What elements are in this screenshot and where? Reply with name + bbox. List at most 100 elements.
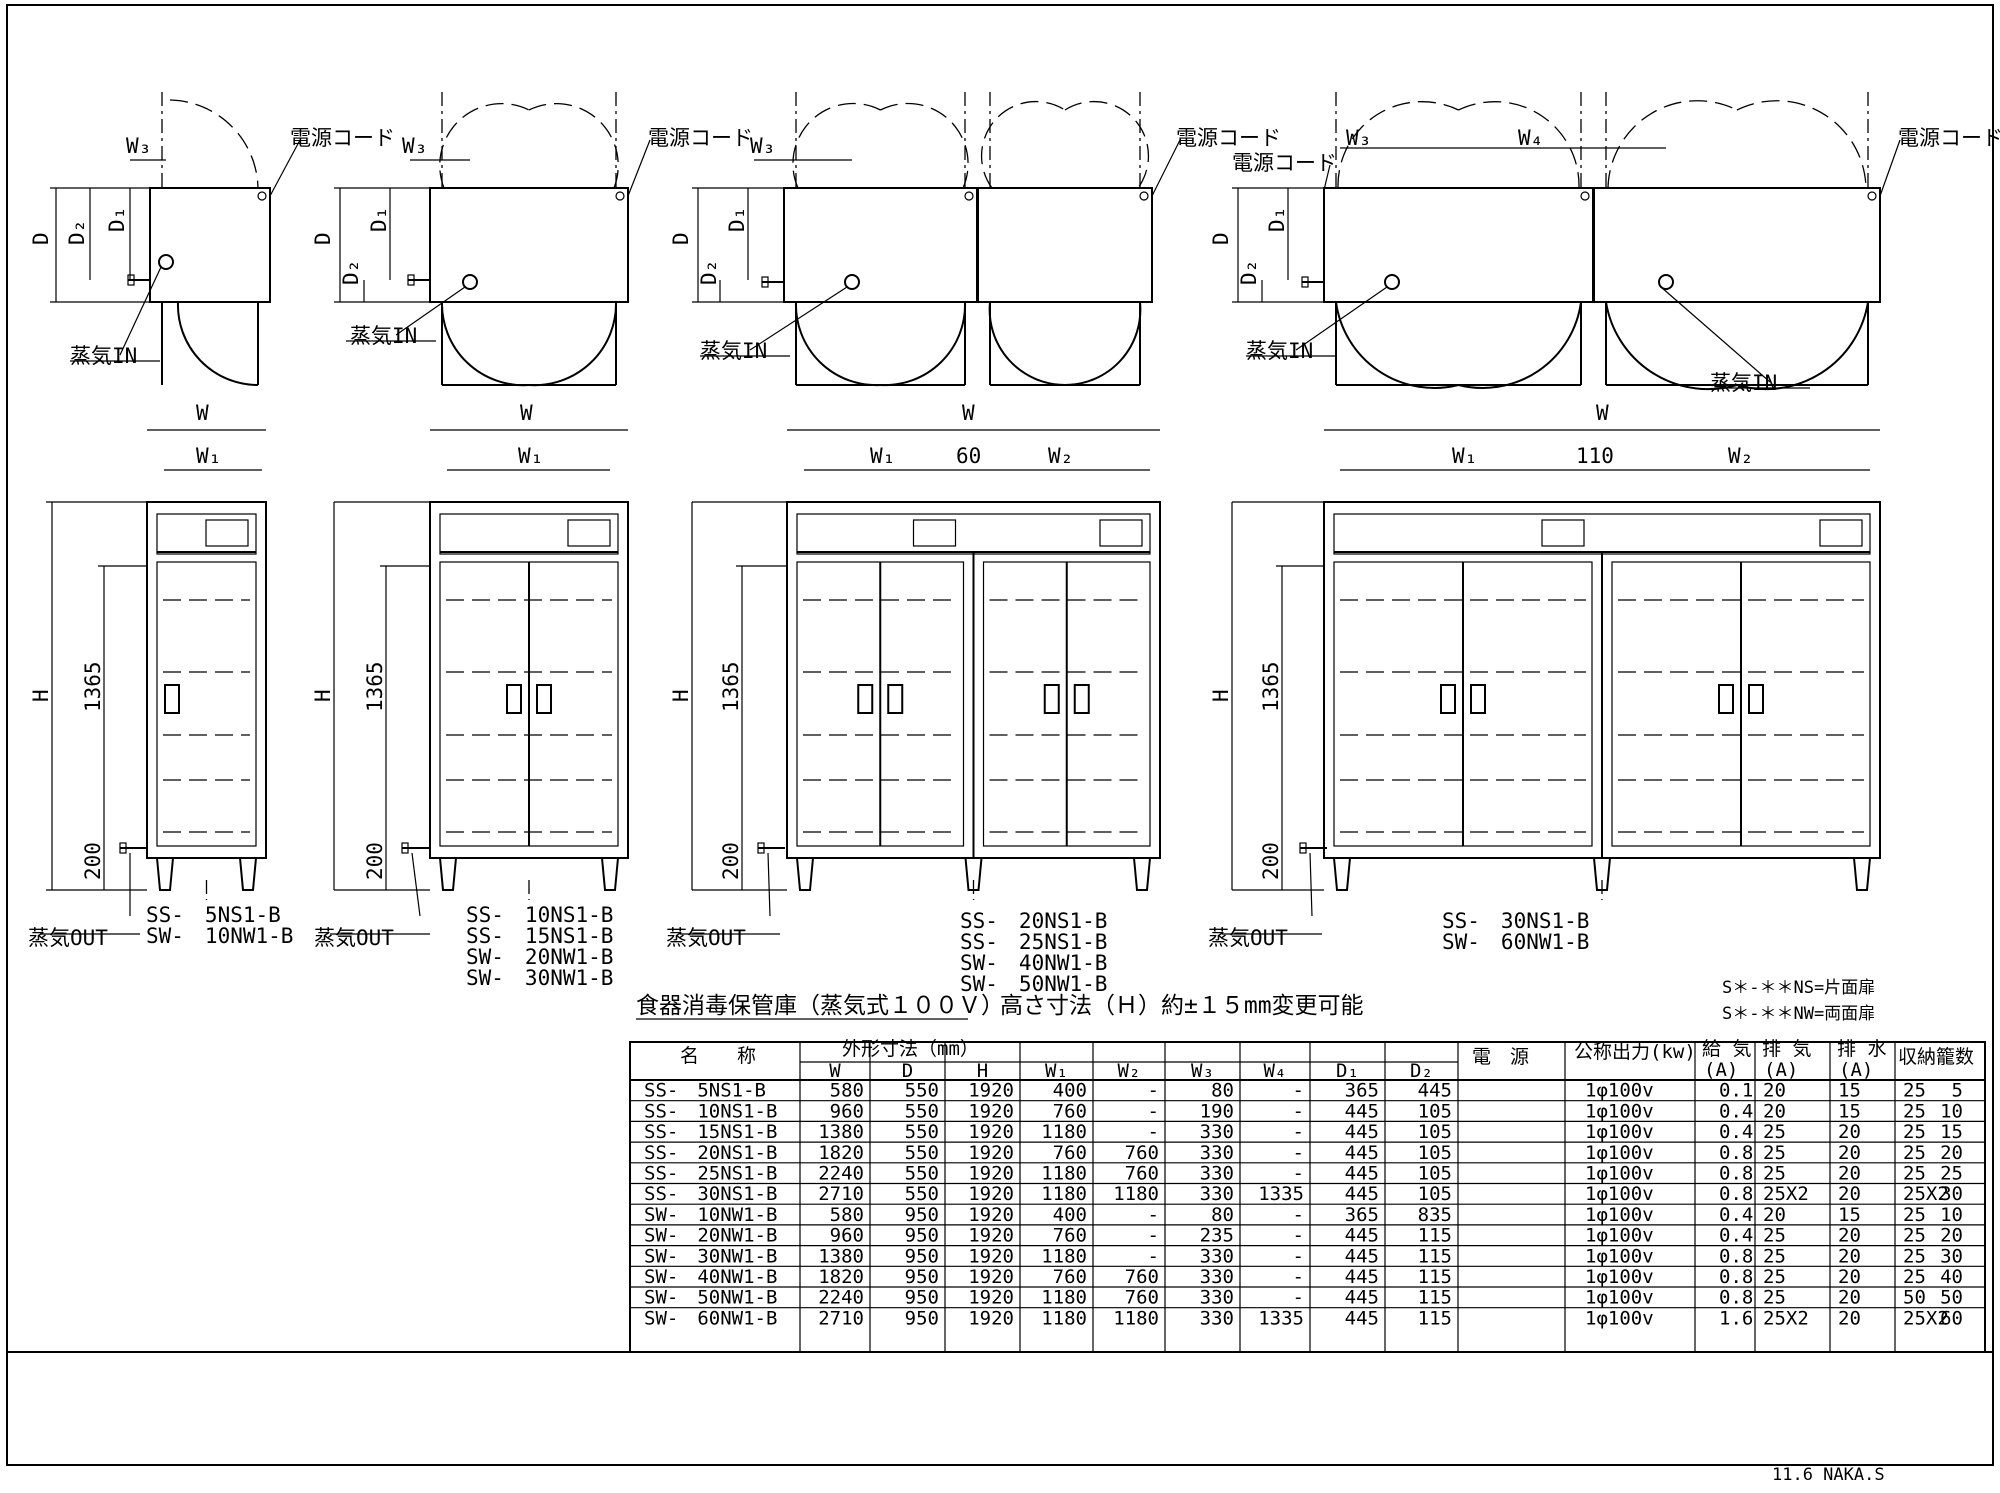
table-cell: - (1293, 1080, 1304, 1102)
table-cell: 20 (1838, 1307, 1861, 1329)
door-handle (164, 684, 180, 714)
d2-label-1: D₂ (65, 220, 89, 245)
table-cell: 20 (1940, 1225, 1963, 1247)
table-cell: 550 (905, 1100, 939, 1122)
table-cell: 960 (830, 1225, 864, 1247)
table-cell: - (1148, 1121, 1159, 1143)
front-labels: W W₁ W W₁ W W₁ 60 W₂ W W₁ 110 W₂ H 1365 … (28, 401, 1753, 950)
table-cell: 30 (1940, 1183, 1963, 1205)
front-h-label-3: H (669, 689, 693, 702)
table-cell: 1180 (1041, 1183, 1087, 1205)
table-cell: 1920 (968, 1142, 1014, 1164)
table-cell: 760 (1125, 1163, 1159, 1185)
front-gap60-label: 60 (956, 444, 981, 468)
table-cell: 1180 (1113, 1307, 1159, 1329)
steam-in-fitting (70, 254, 174, 362)
table-header-supply: 給 気 (1702, 1038, 1751, 1060)
leader-line (119, 266, 162, 356)
door-swing-arc-dashed (1064, 100, 1150, 189)
table-cell: - (1293, 1266, 1304, 1288)
table-cell: 330 (1200, 1183, 1234, 1205)
plan-views (50, 92, 1901, 391)
table-subheader-3: W₁ (1045, 1060, 1068, 1082)
table-cell: 0.4 (1719, 1121, 1753, 1143)
door-frame (156, 561, 257, 847)
table-cell: 25X2 (1763, 1183, 1809, 1205)
control-box (1541, 519, 1585, 547)
table-unit-exhaust: (A) (1764, 1059, 1798, 1081)
front-w-label-2: W (520, 401, 533, 425)
table-cell: 5 (1952, 1080, 1963, 1102)
door-handle (1718, 684, 1734, 714)
front-w1-label-1: W₁ (196, 444, 221, 468)
table-cell: 105 (1418, 1163, 1452, 1185)
leveling-foot (239, 857, 257, 891)
table-cell: 330 (1200, 1287, 1234, 1309)
leader-line (269, 139, 301, 197)
table-cell-name: SW- 30NW1-B (644, 1245, 777, 1267)
table-cell: 0.4 (1719, 1204, 1753, 1226)
leader-line (627, 139, 651, 197)
front-h-label-4: H (1209, 689, 1233, 702)
table-cell: 30 (1940, 1245, 1963, 1267)
table-cell: 1180 (1041, 1307, 1087, 1329)
table-cell: - (1293, 1204, 1304, 1226)
model-group1-line1: SS- 5NS1-B (146, 903, 281, 927)
table-cell: 835 (1418, 1204, 1452, 1226)
table-cell: 1φ100v (1585, 1121, 1654, 1143)
table-cell: 0.8 (1719, 1142, 1753, 1164)
table-cell: 330 (1200, 1245, 1234, 1267)
plan-labels: 電源コード 電源コード 電源コード 電源コード 電源コード 蒸気IN 蒸気IN … (29, 126, 2000, 395)
door-swing-arc (1736, 301, 1869, 391)
table-cell-name: SW- 60NW1-B (644, 1307, 777, 1329)
table-cell: 20 (1838, 1225, 1861, 1247)
table-cell: 950 (905, 1287, 939, 1309)
cabinet-outline (149, 187, 271, 303)
door-swing-arc (528, 301, 618, 387)
d1-label-3: D₁ (725, 207, 749, 232)
table-header-output: 公称出力(kw) (1574, 1041, 1696, 1063)
table-cell: 2240 (818, 1287, 864, 1309)
table-cell-name: SW- 20NW1-B (644, 1225, 777, 1247)
control-panel-band (796, 513, 1151, 555)
d-label-2: D (311, 232, 335, 245)
door-handle (1748, 684, 1764, 714)
table-cell: 330 (1200, 1307, 1234, 1329)
table-cell: 1920 (968, 1204, 1014, 1226)
table-cell: 115 (1418, 1245, 1452, 1267)
table-cell: - (1293, 1121, 1304, 1143)
steam-out-label-3: 蒸気OUT (666, 926, 746, 950)
front-h-label-1: H (29, 689, 53, 702)
power-cord-label-4: 電源コード (1232, 151, 1337, 175)
table-cell: 25 (1763, 1121, 1786, 1143)
leader-line (1323, 164, 1331, 191)
steam-in-fitting (346, 274, 478, 342)
control-panel-band (156, 513, 257, 555)
cabinet-front-outline (146, 501, 267, 859)
d1-label-4: D₁ (1265, 207, 1289, 232)
table-cell: 20 (1838, 1266, 1861, 1288)
table-cell: - (1148, 1204, 1159, 1226)
leader-line (1309, 852, 1313, 917)
power-cord-port (1867, 191, 1877, 201)
door-swing-arc (794, 301, 881, 387)
table-cell: 25 (1903, 1245, 1926, 1267)
table-cell: 0.4 (1719, 1225, 1753, 1247)
steam-in-label-3: 蒸気IN (700, 339, 767, 363)
steam-out-label-4: 蒸気OUT (1208, 926, 1288, 950)
front-view (1323, 501, 1881, 900)
table-subheader-5: W₃ (1191, 1060, 1214, 1082)
table-cell: 445 (1345, 1142, 1379, 1164)
table-cell-name: SS- 10NS1-B (644, 1100, 777, 1122)
leader-line (749, 286, 848, 351)
legend-two-side: S＊-＊＊NW=両面扉 (1722, 1004, 1875, 1024)
table-cell: 1φ100v (1585, 1245, 1654, 1267)
plan-view (783, 92, 978, 387)
table-cell: 1φ100v (1585, 1204, 1654, 1226)
table-cell: - (1293, 1225, 1304, 1247)
door-swing-arc (1064, 301, 1142, 386)
table-cell: 105 (1418, 1100, 1452, 1122)
d1-label-1: D₁ (105, 207, 129, 232)
table-cell: 50 (1940, 1287, 1963, 1309)
table-header-dims: 外形寸法（mm） (842, 1038, 979, 1060)
